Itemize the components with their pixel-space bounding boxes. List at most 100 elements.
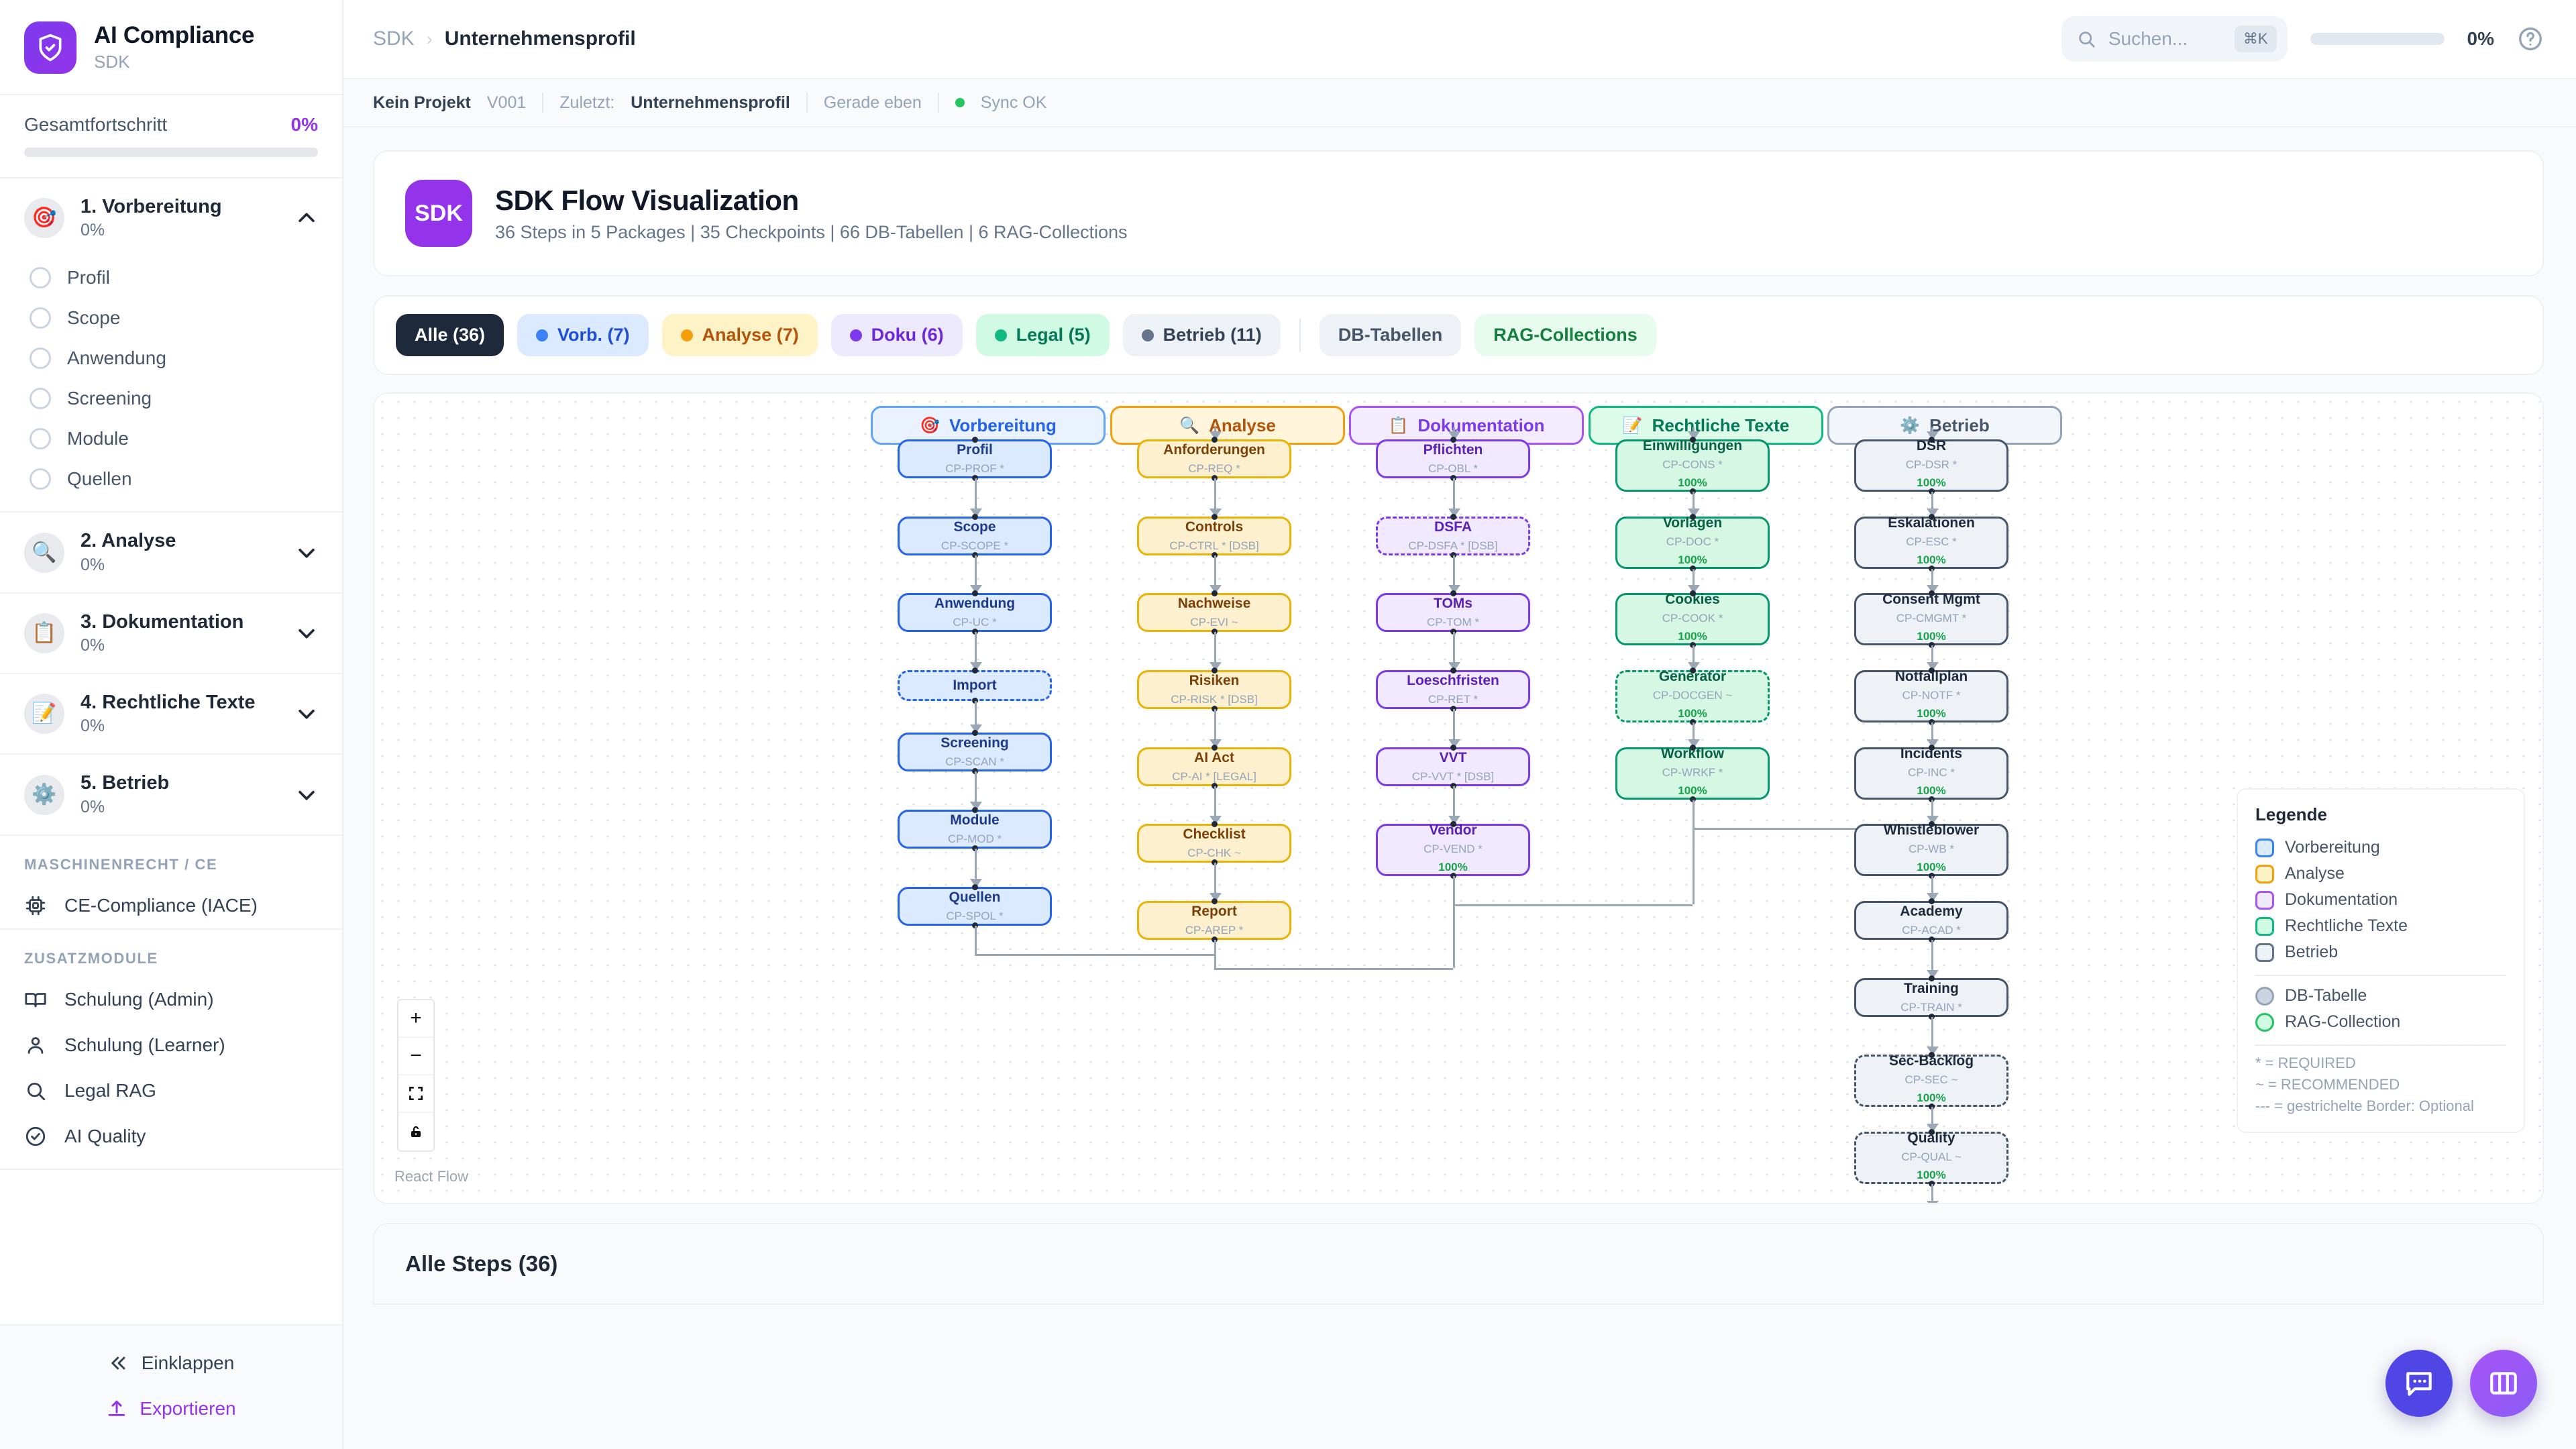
phase-header[interactable]: 📝 4. Rechtliche Texte 0% xyxy=(0,674,342,753)
node-port-top[interactable] xyxy=(1450,745,1456,751)
node-port-bottom[interactable] xyxy=(1690,488,1696,494)
node-port-top[interactable] xyxy=(1212,437,1218,443)
node-port-top[interactable] xyxy=(1929,898,1935,904)
node-port-top[interactable] xyxy=(1690,514,1696,520)
node-port-bottom[interactable] xyxy=(1929,719,1935,725)
node-port-top[interactable] xyxy=(1690,667,1696,674)
chat-fab-button[interactable] xyxy=(2385,1350,2453,1417)
node-port-bottom[interactable] xyxy=(1690,796,1696,802)
phase-header[interactable]: ⚙️ 5. Betrieb 0% xyxy=(0,755,342,834)
node-port-top[interactable] xyxy=(1929,821,1935,827)
node-port-bottom[interactable] xyxy=(1929,488,1935,494)
node-port-top[interactable] xyxy=(1212,590,1218,596)
step-status-radio[interactable] xyxy=(30,388,51,410)
node-port-bottom[interactable] xyxy=(972,922,978,928)
sidebar-item-screening[interactable]: Screening xyxy=(0,378,342,419)
node-port-bottom[interactable] xyxy=(1929,566,1935,572)
zoom-out-button[interactable]: − xyxy=(398,1038,433,1075)
node-port-top[interactable] xyxy=(1929,1129,1935,1135)
filter-chip-5[interactable]: Betrieb (11) xyxy=(1122,314,1281,356)
node-port-top[interactable] xyxy=(1929,667,1935,674)
sidebar-item-legal-rag[interactable]: Legal RAG xyxy=(0,1068,342,1114)
node-port-top[interactable] xyxy=(1929,514,1935,520)
node-port-bottom[interactable] xyxy=(972,552,978,558)
filter-chip-secondary-0[interactable]: DB-Tabellen xyxy=(1319,314,1462,356)
node-port-bottom[interactable] xyxy=(972,475,978,481)
node-port-bottom[interactable] xyxy=(1212,936,1218,943)
node-port-bottom[interactable] xyxy=(1929,1104,1935,1110)
node-port-top[interactable] xyxy=(972,884,978,890)
filter-chip-0[interactable]: Alle (36) xyxy=(396,314,504,356)
node-port-top[interactable] xyxy=(1212,821,1218,827)
node-port-bottom[interactable] xyxy=(1929,1181,1935,1187)
sidebar-item-ce-compliance[interactable]: CE-Compliance (IACE) xyxy=(0,883,342,928)
lock-button[interactable] xyxy=(398,1113,433,1150)
node-port-bottom[interactable] xyxy=(1690,642,1696,648)
node-port-top[interactable] xyxy=(1690,745,1696,751)
filter-chip-4[interactable]: Legal (5) xyxy=(975,314,1110,356)
sidebar-item-scope[interactable]: Scope xyxy=(0,298,342,338)
filter-chip-3[interactable]: Doku (6) xyxy=(830,314,963,356)
zoom-in-button[interactable]: + xyxy=(398,1000,433,1038)
node-port-top[interactable] xyxy=(972,730,978,736)
node-port-bottom[interactable] xyxy=(1690,566,1696,572)
node-port-top[interactable] xyxy=(972,437,978,443)
panel-fab-button[interactable] xyxy=(2470,1350,2537,1417)
node-port-bottom[interactable] xyxy=(1929,642,1935,648)
node-port-top[interactable] xyxy=(1450,437,1456,443)
node-port-bottom[interactable] xyxy=(1929,873,1935,879)
filter-chip-secondary-1[interactable]: RAG-Collections xyxy=(1474,314,1656,356)
sidebar-item-schulung-learner[interactable]: Schulung (Learner) xyxy=(0,1022,342,1068)
brand-header[interactable]: AI Compliance SDK xyxy=(0,0,342,95)
node-port-top[interactable] xyxy=(1929,1052,1935,1058)
node-port-top[interactable] xyxy=(1212,898,1218,904)
node-port-bottom[interactable] xyxy=(1450,783,1456,789)
search-input[interactable]: Suchen... ⌘K xyxy=(2061,16,2288,62)
node-port-top[interactable] xyxy=(972,590,978,596)
sidebar-item-ai-quality[interactable]: AI Quality xyxy=(0,1114,342,1159)
sidebar-item-anwendung[interactable]: Anwendung xyxy=(0,338,342,378)
node-port-bottom[interactable] xyxy=(972,845,978,851)
flow-canvas[interactable]: 🎯 Vorbereitung🔍 Analyse📋 Dokumentation📝 … xyxy=(374,394,2542,1203)
node-port-bottom[interactable] xyxy=(1450,873,1456,879)
node-port-top[interactable] xyxy=(1929,590,1935,596)
node-port-top[interactable] xyxy=(1690,437,1696,443)
node-port-top[interactable] xyxy=(1212,667,1218,674)
node-port-top[interactable] xyxy=(1929,975,1935,981)
phase-header[interactable]: 🔍 2. Analyse 0% xyxy=(0,513,342,592)
filter-chip-1[interactable]: Vorb. (7) xyxy=(517,314,649,356)
node-port-bottom[interactable] xyxy=(1929,1014,1935,1020)
flow-node-import[interactable]: Import xyxy=(898,670,1052,701)
breadcrumb-root[interactable]: SDK xyxy=(373,28,415,50)
node-port-bottom[interactable] xyxy=(1690,719,1696,725)
node-port-bottom[interactable] xyxy=(1450,475,1456,481)
node-port-bottom[interactable] xyxy=(972,768,978,774)
sidebar-item-module[interactable]: Module xyxy=(0,419,342,459)
phase-header[interactable]: 📋 3. Dokumentation 0% xyxy=(0,594,342,673)
node-port-top[interactable] xyxy=(972,807,978,813)
node-port-top[interactable] xyxy=(1212,514,1218,520)
